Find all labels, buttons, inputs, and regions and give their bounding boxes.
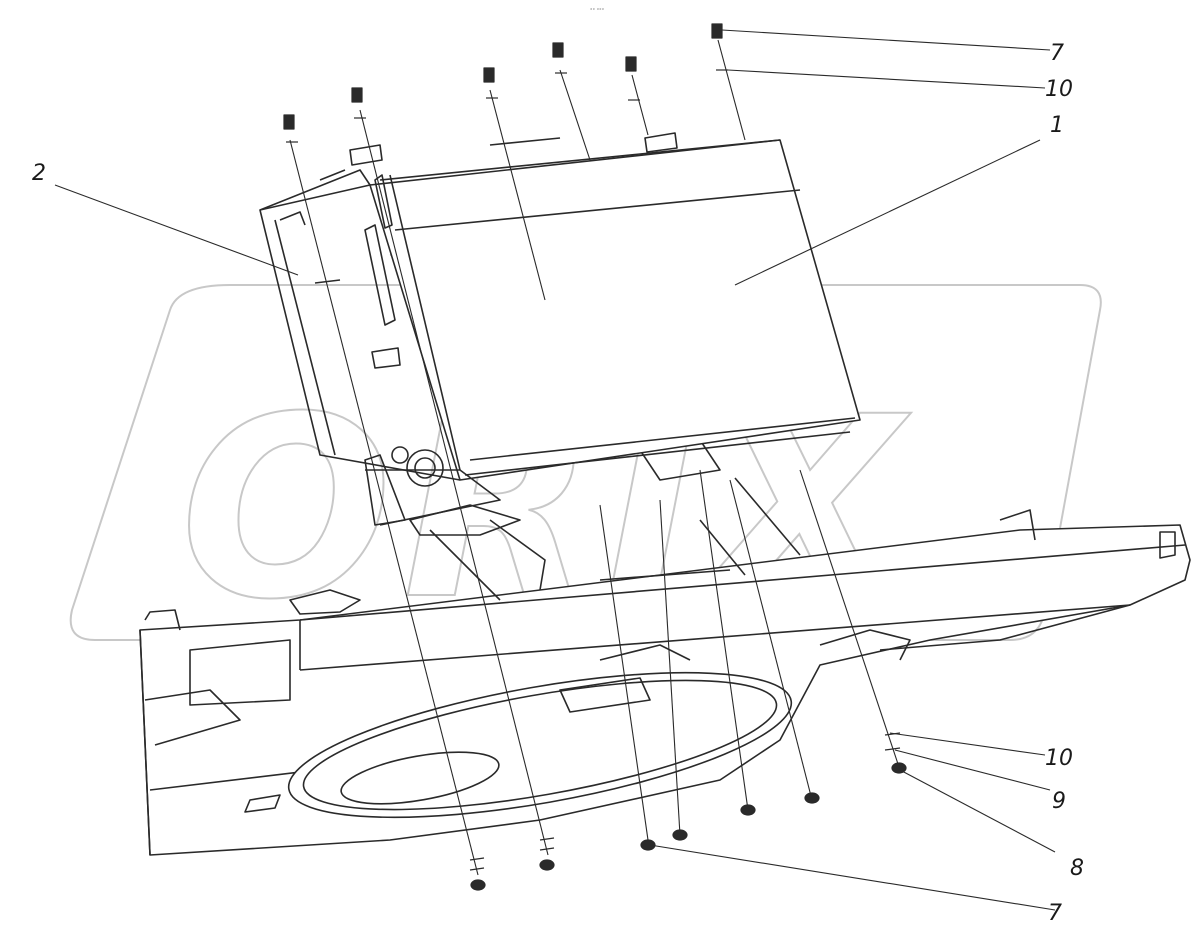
callout-10-bottom: 10: [1045, 746, 1073, 771]
callout-labels: 7 10 1 2 10 9 8 7: [32, 41, 1084, 926]
leader-lines: [54, 29, 1056, 911]
callout-7-bottom: 7: [1048, 901, 1062, 926]
fasteners: [283, 23, 907, 891]
callout-2: 2: [32, 161, 46, 186]
assembly-lines: [289, 39, 901, 876]
machine-drawing: [54, 23, 1191, 911]
callout-1: 1: [1050, 113, 1064, 138]
callout-10-top: 10: [1045, 77, 1073, 102]
callout-7-top: 7: [1050, 41, 1064, 66]
tank-body: [259, 132, 861, 526]
turntable-ring: [244, 644, 793, 819]
callout-9: 9: [1052, 789, 1066, 814]
header-mark: °° °°°: [590, 8, 605, 14]
callout-8: 8: [1070, 856, 1084, 881]
